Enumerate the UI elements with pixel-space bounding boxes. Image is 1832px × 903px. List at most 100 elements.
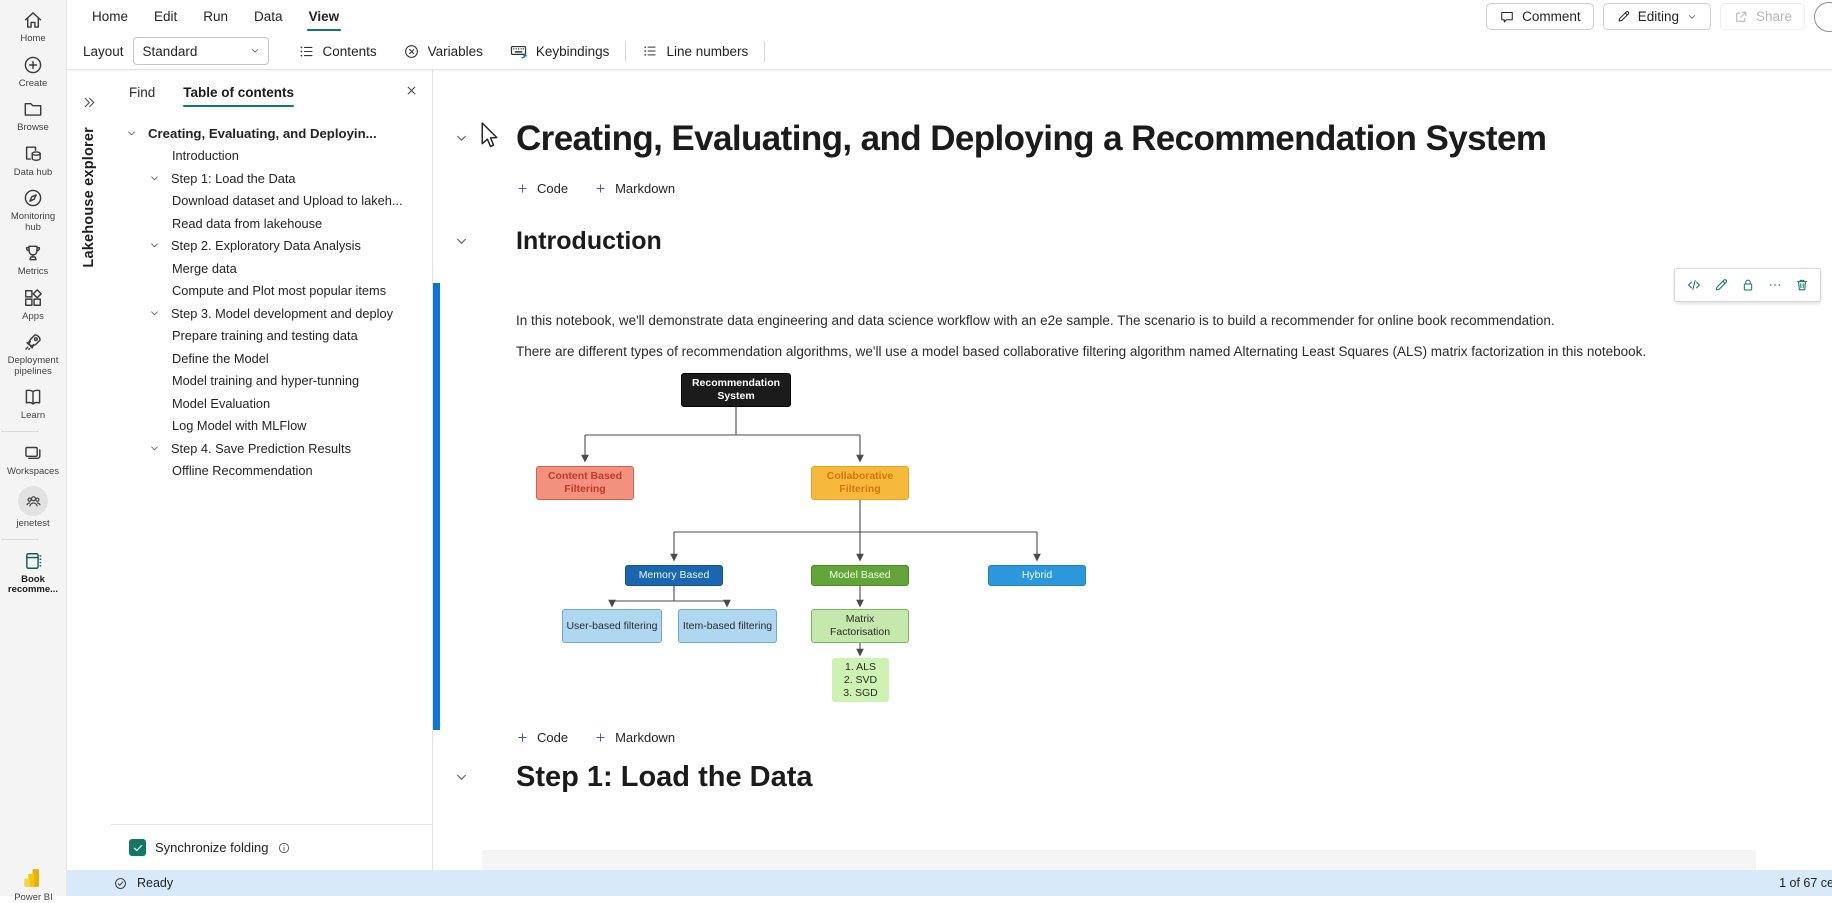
chevron-down-icon[interactable] xyxy=(148,172,161,185)
toc-item[interactable]: Merge data xyxy=(111,257,432,280)
sidebar-item-label: Monitoring hub xyxy=(10,211,56,233)
toc-item[interactable]: Model Evaluation xyxy=(111,392,432,415)
sidebar-item-jenetest[interactable]: jenetest xyxy=(1,486,65,530)
chevron-down-icon[interactable] xyxy=(148,442,161,455)
toc-item-label: Step 3. Model development and deploy xyxy=(171,305,393,321)
toc-item-label: Merge data xyxy=(172,260,237,276)
synchronize-folding-checkbox[interactable] xyxy=(129,839,146,856)
toc-item[interactable]: Compute and Plot most popular items xyxy=(111,280,432,303)
diagram-node-item-based-filtering: Item-based filtering xyxy=(678,609,777,643)
add-markdown-button[interactable]: Markdown xyxy=(594,181,675,196)
delete-cell-button[interactable] xyxy=(1788,272,1815,298)
account-avatar[interactable] xyxy=(1814,1,1832,32)
toc-item[interactable]: Step 2. Exploratory Data Analysis xyxy=(111,235,432,258)
toc-item[interactable]: Log Model with MLFlow xyxy=(111,415,432,438)
convert-to-code-button[interactable] xyxy=(1680,272,1707,298)
toc-item[interactable]: Define the Model xyxy=(111,347,432,370)
toc-item[interactable]: Step 3. Model development and deploy xyxy=(111,302,432,325)
toc-item[interactable]: Prepare training and testing data xyxy=(111,325,432,348)
title-cell: Creating, Evaluating, and Deploying a Re… xyxy=(440,116,1832,162)
menu-item-home[interactable]: Home xyxy=(92,9,129,24)
collapse-chevron-icon[interactable] xyxy=(453,130,470,147)
menu-item-view[interactable]: View xyxy=(296,0,353,33)
toc-item[interactable]: Offline Recommendation xyxy=(111,460,432,483)
share-button[interactable]: Share xyxy=(1719,3,1805,30)
code-cell[interactable]: +--- Book-Recommendation-Dataset xyxy=(482,850,1756,870)
contents-label: Contents xyxy=(322,43,377,59)
compass-icon xyxy=(22,187,44,209)
toc-item[interactable]: Download dataset and Upload to lakeh... xyxy=(111,190,432,213)
powerbi-switcher[interactable]: Power BI xyxy=(0,866,67,903)
plus-icon xyxy=(594,731,607,744)
chevron-down-icon[interactable] xyxy=(148,307,161,320)
comment-button[interactable]: Comment xyxy=(1486,3,1594,30)
toc-tab-table-of-contents[interactable]: Table of contents xyxy=(183,70,294,114)
add-markdown-button[interactable]: Markdown xyxy=(594,730,675,745)
sidebar-item-home[interactable]: Home xyxy=(1,9,65,45)
chevron-down-icon[interactable] xyxy=(148,239,161,252)
toc-item[interactable]: Introduction xyxy=(111,145,432,168)
sidebar-item-data-hub[interactable]: Data hub xyxy=(1,143,65,179)
synchronize-folding-row: Synchronize folding xyxy=(111,824,432,870)
toc-item-label: Prepare training and testing data xyxy=(172,328,358,344)
toc-item-label: Log Model with MLFlow xyxy=(172,418,307,434)
plus-icon xyxy=(594,182,607,195)
folder-icon xyxy=(22,98,44,120)
toolbar-separator xyxy=(764,40,766,62)
toc-tab-find[interactable]: Find xyxy=(129,84,156,100)
diagram-node-matrix-factorisation: Matrix Factorisation xyxy=(811,609,909,643)
menu-item-run[interactable]: Run xyxy=(203,9,229,24)
contents-toggle[interactable]: Contents xyxy=(285,33,390,70)
toc-item-label: Offline Recommendation xyxy=(172,463,313,479)
mouse-cursor xyxy=(480,122,501,151)
toc-item[interactable]: Creating, Evaluating, and Deployin... xyxy=(111,122,432,145)
check-icon xyxy=(132,842,144,854)
add-code-button[interactable]: Code xyxy=(516,730,568,745)
toc-item[interactable]: Step 1: Load the Data xyxy=(111,167,432,190)
lock-cell-button[interactable] xyxy=(1734,272,1761,298)
add-markdown-label: Markdown xyxy=(615,180,676,196)
more-options-button[interactable] xyxy=(1761,272,1788,298)
add-code-button[interactable]: Code xyxy=(516,181,568,196)
chevron-down-icon xyxy=(1686,11,1698,23)
collapse-chevron-icon[interactable] xyxy=(453,233,470,250)
sidebar-item-book-recommendation[interactable]: Book recomme... xyxy=(1,550,65,596)
menu-item-data[interactable]: Data xyxy=(254,9,283,24)
comment-button-label: Comment xyxy=(1522,9,1581,24)
expand-panel-icon[interactable] xyxy=(81,94,98,111)
layout-label: Layout xyxy=(83,43,124,59)
sidebar-item-workspaces[interactable]: Workspaces xyxy=(1,442,65,478)
edit-cell-button[interactable] xyxy=(1707,272,1734,298)
add-markdown-label: Markdown xyxy=(615,729,676,745)
toc-item[interactable]: Read data from lakehouse xyxy=(111,212,432,235)
collapse-chevron-icon[interactable] xyxy=(453,769,470,786)
sidebar-item-metrics[interactable]: Metrics xyxy=(1,242,65,278)
scrollbar-thumb[interactable] xyxy=(433,283,440,730)
trophy-icon xyxy=(22,242,44,264)
info-icon[interactable] xyxy=(277,841,291,855)
add-cell-row: Code Markdown xyxy=(440,727,1832,747)
menu-item-edit[interactable]: Edit xyxy=(154,9,178,24)
share-icon xyxy=(1733,9,1749,25)
introduction-cell: Introduction xyxy=(440,226,1832,256)
sidebar-item-create[interactable]: Create xyxy=(1,54,65,90)
close-icon[interactable] xyxy=(404,83,419,98)
variables-toggle[interactable]: Variables xyxy=(390,33,496,70)
editing-mode-dropdown[interactable]: Editing xyxy=(1602,3,1711,30)
sidebar-item-deployment-pipelines[interactable]: Deployment pipelines xyxy=(1,331,65,377)
sidebar-item-label: Learn xyxy=(20,410,46,421)
sidebar-item-apps[interactable]: Apps xyxy=(1,287,65,323)
sidebar-item-browse[interactable]: Browse xyxy=(1,98,65,134)
layout-select[interactable]: Standard xyxy=(132,37,269,65)
datahub-icon xyxy=(22,143,44,165)
layers-icon xyxy=(22,442,44,464)
line-numbers-toggle[interactable]: Line numbers xyxy=(629,33,761,70)
keybindings-button[interactable]: Keybindings xyxy=(496,33,623,70)
sidebar-item-learn[interactable]: Learn xyxy=(1,386,65,422)
sidebar-item-monitoring-hub[interactable]: Monitoring hub xyxy=(1,187,65,233)
menu-bar: Home Edit Run Data View Comment Editing Shar… xyxy=(67,0,1832,33)
toc-item[interactable]: Step 4. Save Prediction Results xyxy=(111,437,432,460)
toc-item[interactable]: Model training and hyper-tunning xyxy=(111,370,432,393)
chevron-down-icon[interactable] xyxy=(125,127,138,140)
